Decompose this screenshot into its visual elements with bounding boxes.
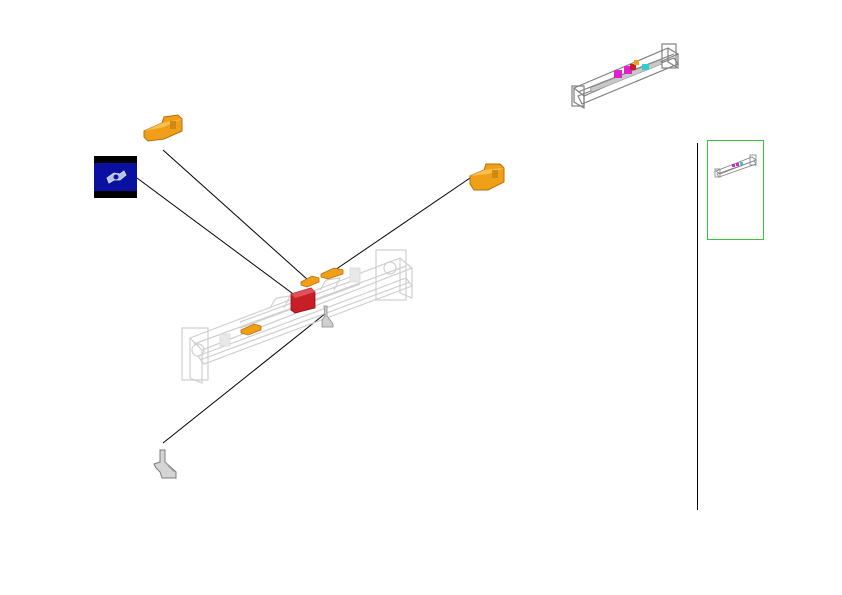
- overview-assembly-image: [571, 43, 680, 110]
- assembly-orange-part-left: [240, 323, 262, 336]
- assembly-gray-clip: [321, 305, 334, 328]
- chain-link-icon: [106, 170, 127, 184]
- vertical-divider: [697, 143, 698, 510]
- blue-icon-tile-inner: [94, 163, 137, 191]
- orange-bracket-top-right: [469, 163, 505, 191]
- assembly-orange-part-right: [320, 267, 344, 280]
- blue-icon-tile: [94, 156, 137, 198]
- thumbnail-panel[interactable]: [707, 140, 764, 240]
- orange-bracket-top-left: [143, 114, 183, 142]
- highlighted-red-block: [290, 287, 316, 314]
- gray-clip-bottom: [153, 449, 177, 479]
- thumbnail-assembly-image[interactable]: [714, 153, 758, 179]
- main-assembly: [181, 249, 414, 384]
- assembly-orange-part-center: [300, 275, 320, 288]
